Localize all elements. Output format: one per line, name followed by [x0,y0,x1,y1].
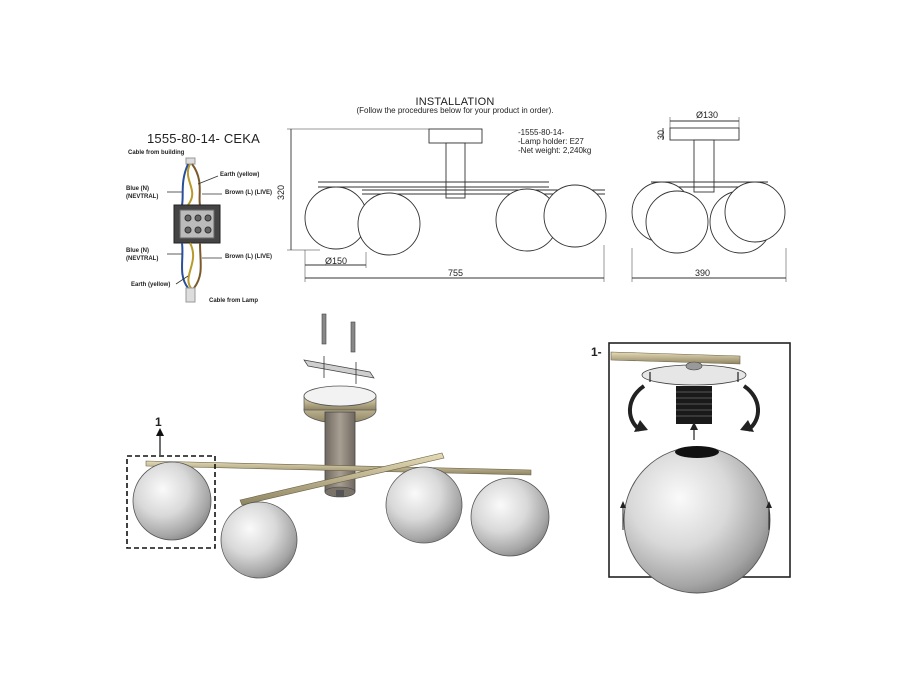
step1-arrow [156,428,164,436]
spec-lamp-holder: -Lamp holder: E27 [518,137,584,146]
label-brown-top: Brown (L) (LIVE) [225,190,272,196]
label-blue-bottom: Blue (N) [126,248,149,254]
step1-detail-number: 1- [591,345,602,359]
dim-width: 755 [448,268,464,278]
stem [445,142,466,199]
spec-model: -1555-80-14- [518,128,565,137]
bottom-cable-sleeve [185,287,196,303]
dim-canopy-diameter: Ø130 [696,110,719,120]
label-blue-top: Blue (N) [126,186,149,192]
shade-3d-2 [220,501,298,579]
installation-title: INSTALLATION [415,96,495,108]
wiring-diagram [167,157,222,303]
mounting-bracket [303,359,375,379]
label-brown-bottom: Brown (L) (LIVE) [225,254,272,260]
canopy [428,128,483,144]
screw-right [350,321,356,353]
top-cable-sleeve [185,157,196,165]
label-neutral-top: (NEVTRAL) [126,194,159,200]
spec-net-weight: -Net weight: 2,240kg [518,146,592,155]
brown-wire-bottom [193,242,202,289]
blue-wire-top [181,163,189,206]
label-earth-top: Earth (yellow) [220,172,260,178]
detail-arm [610,351,741,365]
earth-wire-bottom [187,242,195,289]
label-neutral-bottom: (NEVTRAL) [126,256,159,262]
shade-front-1 [304,186,368,250]
label-earth-bottom: Earth (yellow) [131,282,171,288]
blue-wire-bottom [181,242,189,289]
detail-globe [623,446,771,594]
detail-panel [608,342,791,594]
label-cable-from-building: Cable from building [128,150,185,156]
chandelier-illustration [126,313,550,579]
shade-3d-4 [470,477,550,557]
dim-depth: 390 [695,268,711,278]
globe-neck-opening [675,446,719,458]
label-cable-from-lamp: Cable from Lamp [209,298,259,304]
shade-front-2 [357,192,421,256]
shade-3d-1 [132,461,212,541]
brown-wire-top [191,163,201,206]
front-elevation [287,128,607,282]
step1-highlight-box [126,455,216,549]
arm-diagonal [239,452,445,506]
shade-front-4 [543,184,607,248]
model-number: 1555-80-14- CEKA [147,131,261,146]
shade-3d-3 [385,466,463,544]
terminal-block-inner [179,209,215,239]
canopy-side [669,127,740,141]
stem-side [693,139,715,193]
step1-arrow-number: 1 [155,415,162,429]
dim-shade-diameter: Ø150 [325,256,348,266]
earth-wire-top [187,163,194,206]
screw-left [321,313,327,345]
installation-subtitle: (Follow the procedures below for your pr… [356,106,554,115]
side-elevation [631,117,787,282]
